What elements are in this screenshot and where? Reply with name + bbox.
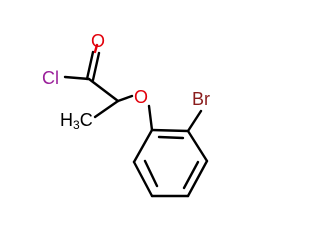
ring-double-bond-c xyxy=(143,159,159,188)
chlorine-label: Cl xyxy=(42,68,59,88)
ether-oxygen-label: O xyxy=(134,87,148,107)
bond-alpha-c-to-methyl xyxy=(93,99,120,119)
methyl-h: H xyxy=(60,110,73,130)
methyl-group-label: H3C xyxy=(60,110,93,132)
bond-ether-o-to-ring xyxy=(147,104,154,132)
ring-bond-6 xyxy=(132,128,154,164)
ring-double-bond-a xyxy=(157,135,185,140)
ring-bond-3 xyxy=(186,159,209,198)
bond-ring-to-br xyxy=(186,109,203,133)
bond-carbonyl-c-to-alpha-c xyxy=(87,77,120,103)
bond-alpha-c-to-ether-o xyxy=(116,94,134,103)
bromine-label: Br xyxy=(192,89,210,109)
bond-carbonyl-o-segment xyxy=(93,43,99,54)
methyl-subscript: 3 xyxy=(73,118,80,132)
chemical-structure-diagram: Cl O O Br H3C xyxy=(42,31,210,198)
bond-carbonyl-c-to-o-1 xyxy=(85,50,95,81)
ring-bond-2 xyxy=(186,129,209,163)
ring-double-bond-b xyxy=(182,160,200,190)
ring-bond-1 xyxy=(150,128,190,133)
ring-bond-5 xyxy=(132,160,154,198)
bond-carbonyl-c-to-o-2 xyxy=(91,51,101,82)
bond-carbonyl-c-to-cl xyxy=(63,75,91,81)
carbonyl-oxygen-label: O xyxy=(91,31,105,51)
methyl-c: C xyxy=(80,110,93,130)
